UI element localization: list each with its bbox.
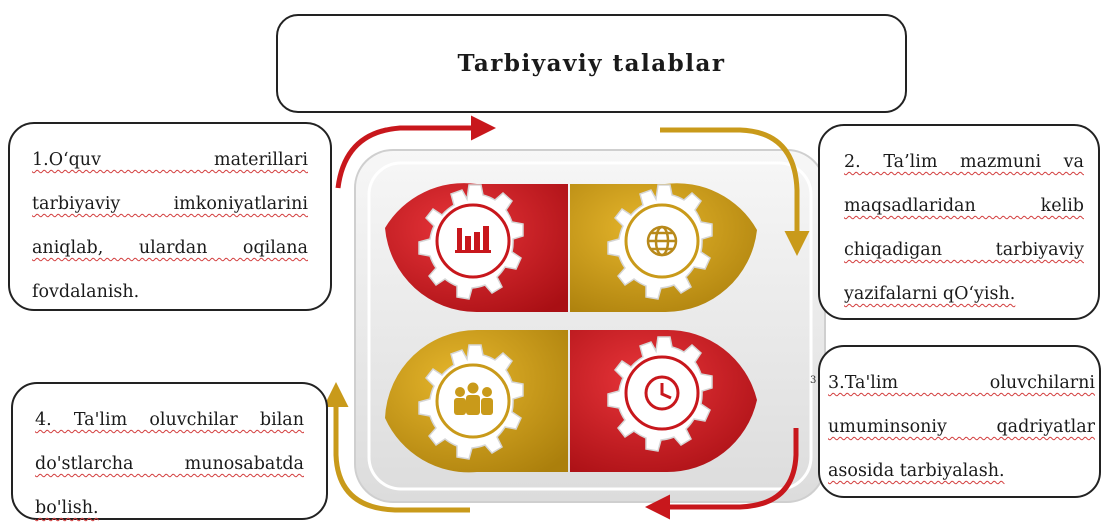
box2-line: maqsadlaridan kelib xyxy=(844,196,1084,216)
box1-line: tarbiyaviy imkoniyatlarini xyxy=(32,194,308,214)
clock-icon xyxy=(644,375,680,411)
arrow-left-gold xyxy=(323,382,470,513)
box3-line: umuminsoniy qadriyatlar xyxy=(828,417,1095,437)
arrow-bottom-red xyxy=(645,428,799,520)
box4-line: 4. Ta'lim oluvchilar bilan xyxy=(35,410,304,430)
box3-line: asosida tarbiyalash. xyxy=(828,461,1005,481)
box1-line: fovdalanish. xyxy=(32,282,140,302)
box1-line: 1.O‘quv materillari xyxy=(32,150,308,170)
globe-icon xyxy=(646,225,678,257)
requirement-box-4: 4. Ta'lim oluvchilar bilan do'stlarcha m… xyxy=(11,382,328,520)
title-box: Tarbiyaviy talablar xyxy=(276,14,907,113)
bar-chart-icon xyxy=(455,226,491,253)
requirement-box-3: 3.Ta'lim oluvchilarni umuminsoniy qadriy… xyxy=(818,345,1101,498)
box2-line: 2. Ta’lim mazmuni va xyxy=(844,152,1084,172)
box4-line: do'stlarcha munosabatda xyxy=(35,454,304,474)
box4-line: bo'lish. xyxy=(35,498,99,518)
people-icon xyxy=(454,382,493,415)
arrow-right-gold xyxy=(660,127,810,256)
box3-line: 3.Ta'lim oluvchilarni xyxy=(828,373,1095,393)
box2-line: chiqadigan tarbiyaviy xyxy=(844,240,1084,260)
box2-line: yazifalarni qO‘yish. xyxy=(844,284,1016,304)
box1-line: aniqlab, ulardan oqilana xyxy=(32,238,308,258)
diagram-title: Tarbiyaviy talablar xyxy=(457,50,726,77)
requirement-box-1: 1.O‘quv materillari tarbiyaviy imkoniyat… xyxy=(8,122,332,311)
marker-number: 3 xyxy=(810,375,817,386)
arrow-top-red xyxy=(335,115,496,189)
requirement-box-2: 2. Ta’lim mazmuni va maqsadlaridan kelib… xyxy=(818,124,1100,320)
